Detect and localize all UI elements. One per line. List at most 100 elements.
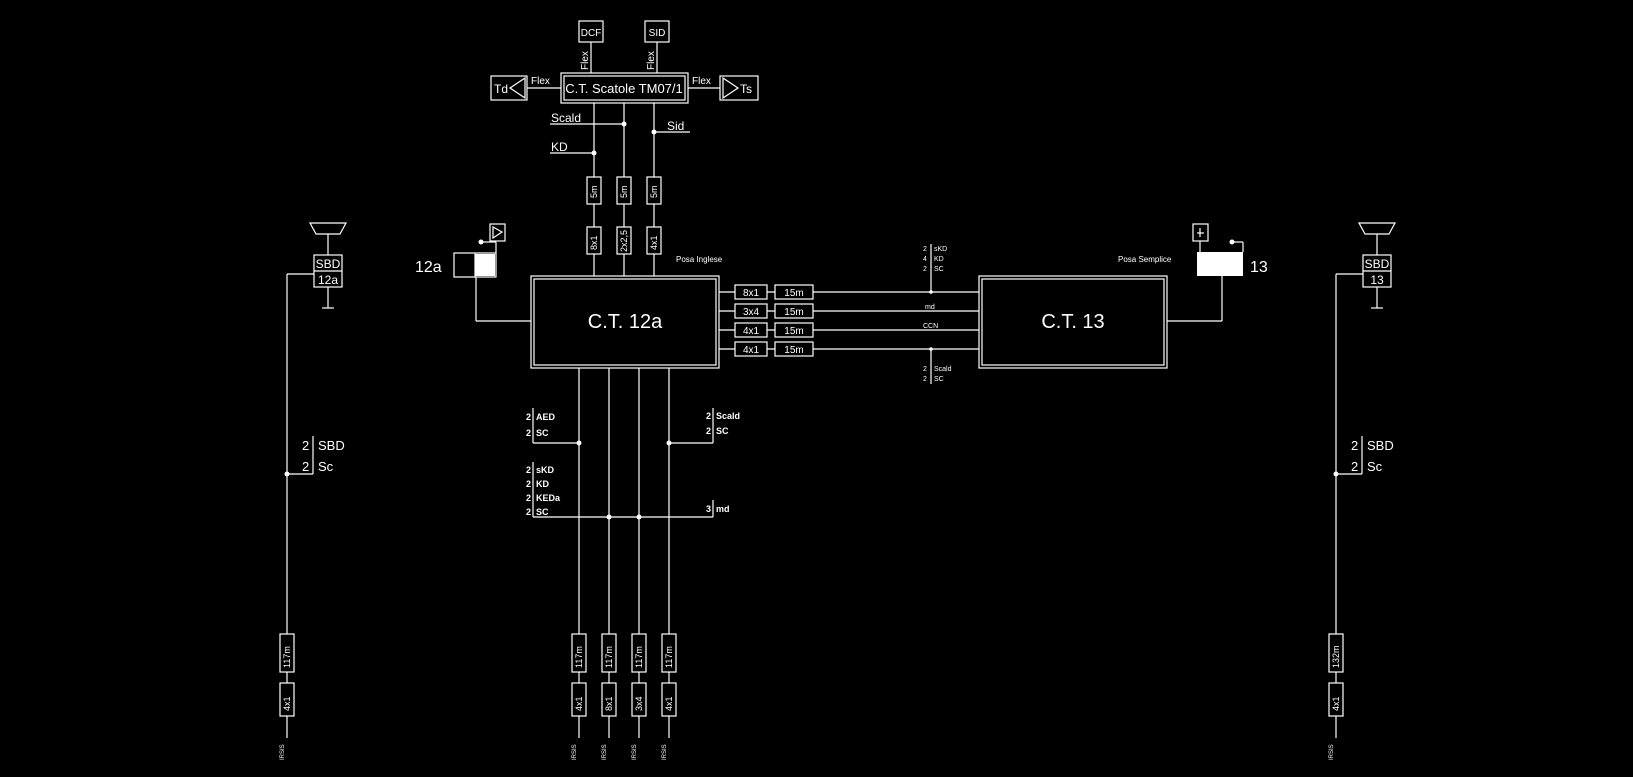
link-4: 4x1 15m [719,341,979,357]
link-1: 8x1 15m [719,284,979,300]
svg-text:15m: 15m [784,345,803,356]
svg-text:Scald: Scald [934,366,952,373]
ts-label: Ts [740,82,752,96]
svg-text:15m: 15m [784,326,803,337]
device-13-box [1197,252,1243,276]
ct-13-title: C.T. 13 [1041,311,1104,333]
posa-semplice-label: Posa Semplice [1118,255,1172,264]
svg-text:KD: KD [536,479,549,489]
svg-text:2: 2 [706,411,711,421]
svg-text:4x1: 4x1 [1331,696,1341,711]
svg-text:117m: 117m [604,646,614,668]
device-12a-horn-icon [492,225,504,240]
link-2: 3x4 15m [719,303,979,319]
svg-text:8x1: 8x1 [604,696,614,711]
svg-text:2: 2 [526,412,531,422]
svg-text:2: 2 [1351,459,1358,474]
svg-text:SC: SC [536,428,549,438]
svg-text:2x2,5: 2x2,5 [619,230,629,252]
svg-text:Sc: Sc [318,459,334,474]
svg-text:2: 2 [923,266,927,273]
svg-text:SBD: SBD [1367,438,1394,453]
svg-text:SBD: SBD [318,438,345,453]
sid-lower-label: Sid [667,119,684,133]
svg-text:IRSIS: IRSIS [632,744,638,760]
svg-text:SC: SC [716,426,729,436]
svg-text:4x1: 4x1 [282,696,292,711]
svg-text:5m: 5m [649,185,659,198]
svg-text:2: 2 [526,428,531,438]
svg-text:md: md [716,504,730,514]
svg-text:2: 2 [526,493,531,503]
svg-text:Sc: Sc [1367,459,1383,474]
svg-text:117m: 117m [282,646,292,668]
svg-text:Scald: Scald [716,411,740,421]
svg-text:2: 2 [923,376,927,383]
kd-label: KD [551,140,568,154]
svg-text:2: 2 [923,246,927,253]
sbd-right-horn-icon [1357,222,1397,235]
svg-text:SC: SC [934,266,944,273]
svg-text:2: 2 [706,426,711,436]
top-cable-3: 5m 4x1 [646,176,662,255]
svg-text:IRSIS: IRSIS [280,744,286,760]
bottom-cable-1: 117m 4x1 IRSIS [571,633,587,760]
sbd-left-horn-icon [308,222,348,235]
svg-text:sKD: sKD [536,465,555,475]
svg-text:SC: SC [536,507,549,517]
top-cable-2: 5m 2x2,5 [616,176,632,255]
sid-label: SID [649,28,666,39]
svg-text:15m: 15m [784,307,803,318]
svg-text:8x1: 8x1 [589,235,599,250]
svg-text:117m: 117m [634,646,644,668]
top-terminal-box: C.T. Scatole TM07/1 [560,72,689,104]
svg-text:IRSIS: IRSIS [662,744,668,760]
flex-label-ts: Flex [692,76,711,87]
svg-text:IRSIS: IRSIS [572,744,578,760]
device-12a-label: 12a [415,259,442,276]
scald-label: Scald [551,111,581,125]
bottom-cable-3: 117m 3x4 IRSIS [631,633,647,760]
svg-text:SBD: SBD [1365,257,1390,271]
svg-text:5m: 5m [589,185,599,198]
device-12a-horn-box [489,223,506,242]
svg-text:2: 2 [302,459,309,474]
link-3: 4x1 15m [719,322,979,338]
svg-text:3x4: 3x4 [743,307,760,318]
flex-label-td: Flex [531,76,550,87]
svg-text:2: 2 [526,479,531,489]
svg-text:2: 2 [923,366,927,373]
svg-text:2: 2 [526,465,531,475]
flex-label-dcf: Flex [580,51,591,70]
device-12a-fill [475,254,495,276]
svg-text:IRSIS: IRSIS [1329,744,1335,760]
svg-text:117m: 117m [664,646,674,668]
svg-text:4x1: 4x1 [743,345,760,356]
svg-text:AED: AED [536,412,556,422]
svg-text:2: 2 [526,507,531,517]
svg-text:13: 13 [1370,273,1384,287]
svg-text:4: 4 [923,256,927,263]
svg-text:4x1: 4x1 [574,696,584,711]
svg-text:4x1: 4x1 [649,235,659,250]
svg-text:SBD: SBD [316,257,341,271]
svg-text:KEDa: KEDa [536,493,561,503]
svg-text:15m: 15m [784,288,803,299]
mid-label-ccn: CCN [923,323,938,330]
svg-text:sKD: sKD [934,246,947,253]
svg-text:SC: SC [934,376,944,383]
ct-12a-title: C.T. 12a [588,311,663,333]
svg-text:2: 2 [302,438,309,453]
posa-inglese-label: Posa Inglese [676,255,723,264]
mid-label-md: md [925,304,935,311]
top-cable-1: 5m 8x1 [586,176,602,255]
ts-speaker-icon [722,76,740,100]
svg-text:12a: 12a [318,273,338,287]
sbd-left: SBD 12a 2 SBD 2 Sc 117m 4x1 IRSIS [279,222,348,760]
device-13-label: 13 [1250,259,1268,276]
